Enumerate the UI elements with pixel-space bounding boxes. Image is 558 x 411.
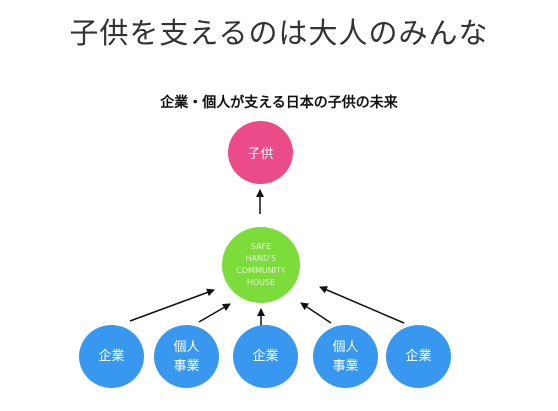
community-house-node: SAFE HAND'S COMMUNITY HOUSE <box>222 227 300 303</box>
source-node-company: 企業 <box>79 325 144 388</box>
arrow-source5-to-hub <box>319 286 405 324</box>
source-node-company: 企業 <box>386 325 451 388</box>
source-label: 個人 <box>173 339 200 355</box>
source-label: 企業 <box>98 349 125 364</box>
source-label: 事業 <box>332 358 359 374</box>
source-label: 個人 <box>332 339 359 355</box>
hub-label-line: SAFE <box>250 242 272 251</box>
source-node-company: 企業 <box>233 325 298 388</box>
arrow-source1-to-hub <box>129 288 215 322</box>
source-label: 企業 <box>405 349 432 364</box>
child-node: 子供 <box>228 121 293 184</box>
child-node-label: 子供 <box>247 147 274 162</box>
source-label: 事業 <box>173 358 200 374</box>
arrow-source2-to-hub <box>198 303 231 323</box>
hub-label-line: COMMUNITY <box>236 266 286 275</box>
source-label: 企業 <box>252 349 279 364</box>
diagram-subtitle: 企業・個人が支える日本の子供の未来 <box>160 95 398 111</box>
arrow-source4-to-hub <box>300 302 332 324</box>
page-title: 子供を支えるのは大人のみんな <box>69 16 489 50</box>
source-node-individual-business: 個人 事業 <box>154 325 219 388</box>
hub-label-line: HOUSE <box>246 278 276 287</box>
hub-label-line: HAND'S <box>245 254 277 263</box>
source-node-individual-business: 個人 事業 <box>313 325 378 388</box>
